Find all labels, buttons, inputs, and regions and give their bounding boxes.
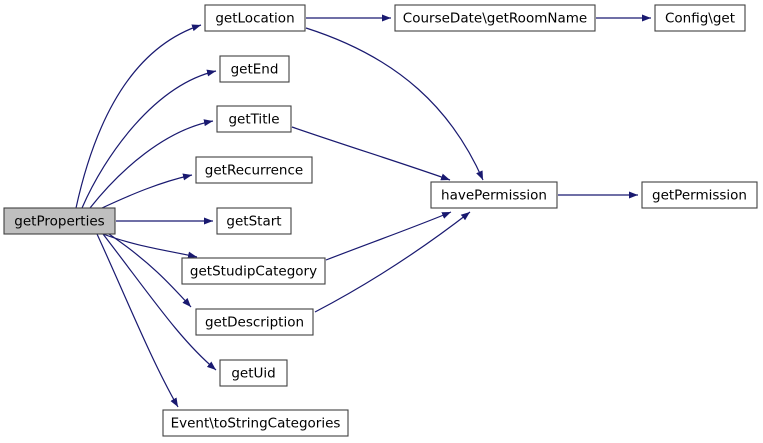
node-getLocation[interactable]: getLocation bbox=[204, 4, 306, 32]
node-label-getLocation: getLocation bbox=[215, 11, 294, 27]
node-getStudipCategory[interactable]: getStudipCategory bbox=[181, 257, 326, 285]
node-box-getLocation[interactable] bbox=[204, 4, 306, 32]
node-label-getDescription: getDescription bbox=[205, 315, 304, 331]
edge-getProperties-to-getStudipCategory bbox=[102, 233, 198, 259]
node-label-getUid: getUid bbox=[231, 366, 275, 382]
node-havePermission[interactable]: havePermission bbox=[430, 181, 558, 209]
node-box-getStudipCategory[interactable] bbox=[181, 257, 326, 285]
edges-layer bbox=[75, 14, 651, 408]
node-box-getPermission[interactable] bbox=[641, 181, 758, 209]
node-box-getEnd[interactable] bbox=[219, 55, 290, 83]
edge-getDescription-to-havePermission bbox=[314, 211, 471, 313]
edge-getStudipCategory-to-havePermission bbox=[325, 211, 452, 261]
node-label-getRecurrence: getRecurrence bbox=[205, 163, 303, 179]
node-box-CourseDate-getRoomName[interactable] bbox=[394, 4, 596, 32]
node-getProperties[interactable]: getProperties bbox=[3, 207, 116, 235]
node-box-getRecurrence[interactable] bbox=[195, 156, 313, 184]
edge-getProperties-to-Event-toStringCategories bbox=[96, 233, 179, 408]
node-box-Config-get[interactable] bbox=[654, 4, 746, 32]
node-label-getEnd: getEnd bbox=[231, 62, 279, 78]
node-box-Event-toStringCategories[interactable] bbox=[162, 409, 349, 437]
node-box-getProperties[interactable] bbox=[3, 207, 116, 235]
node-getRecurrence[interactable]: getRecurrence bbox=[195, 156, 313, 184]
node-getTitle[interactable]: getTitle bbox=[216, 105, 292, 133]
node-Event-toStringCategories[interactable]: Event\toStringCategories bbox=[162, 409, 349, 437]
node-box-getStart[interactable] bbox=[216, 207, 292, 235]
edge-getProperties-to-getRecurrence bbox=[101, 173, 193, 209]
edge-getProperties-to-getUid bbox=[102, 233, 217, 371]
node-getEnd[interactable]: getEnd bbox=[219, 55, 290, 83]
edge-getProperties-to-getLocation bbox=[75, 24, 202, 209]
node-label-Config-get: Config\get bbox=[665, 11, 735, 27]
node-CourseDate-getRoomName[interactable]: CourseDate\getRoomName bbox=[394, 4, 596, 32]
node-getUid[interactable]: getUid bbox=[219, 359, 288, 387]
node-getStart[interactable]: getStart bbox=[216, 207, 292, 235]
node-label-getProperties: getProperties bbox=[14, 214, 104, 230]
node-getDescription[interactable]: getDescription bbox=[195, 308, 314, 336]
node-label-getStudipCategory: getStudipCategory bbox=[190, 264, 317, 280]
node-label-Event-toStringCategories: Event\toStringCategories bbox=[171, 416, 341, 432]
nodes-layer: getProperties getLocation CourseDate\getRo… bbox=[3, 4, 758, 437]
node-box-getDescription[interactable] bbox=[195, 308, 314, 336]
node-label-getPermission: getPermission bbox=[652, 188, 747, 204]
edge-getLocation-to-havePermission bbox=[305, 27, 484, 181]
node-getPermission[interactable]: getPermission bbox=[641, 181, 758, 209]
node-label-getTitle: getTitle bbox=[228, 112, 279, 128]
edge-getProperties-to-getDescription bbox=[108, 233, 192, 308]
node-Config-get[interactable]: Config\get bbox=[654, 4, 746, 32]
node-box-havePermission[interactable] bbox=[430, 181, 558, 209]
edge-getTitle-to-havePermission bbox=[291, 126, 451, 181]
node-label-havePermission: havePermission bbox=[441, 188, 547, 204]
edge-getProperties-to-getTitle bbox=[89, 119, 214, 209]
node-box-getTitle[interactable] bbox=[216, 105, 292, 133]
node-box-getUid[interactable] bbox=[219, 359, 288, 387]
node-label-getStart: getStart bbox=[226, 214, 281, 230]
node-label-CourseDate-getRoomName: CourseDate\getRoomName bbox=[403, 11, 587, 27]
edge-getProperties-to-getEnd bbox=[81, 69, 217, 209]
